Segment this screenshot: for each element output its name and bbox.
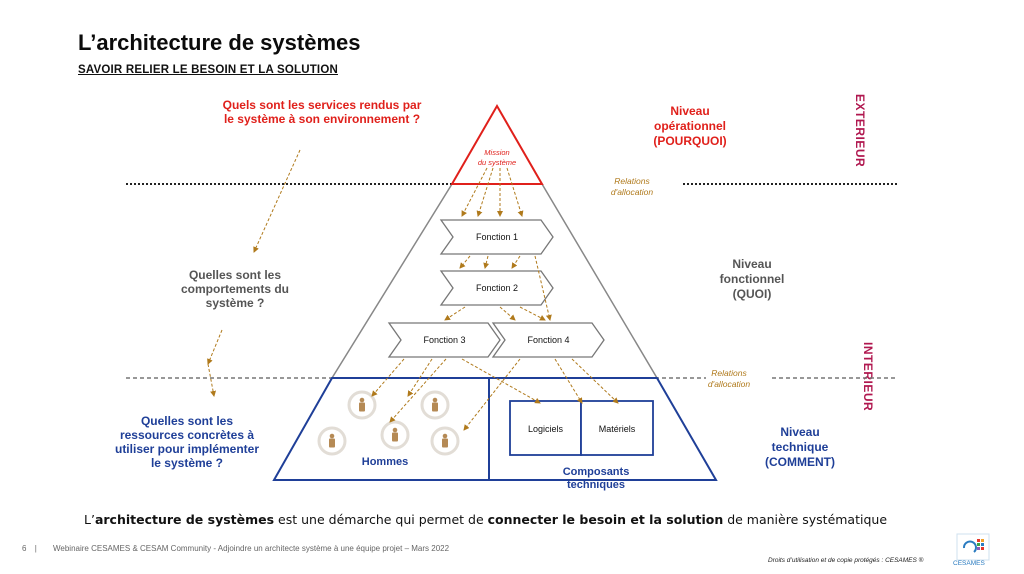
function-3-chevron [387,322,501,358]
allocation-arrows [207,149,619,431]
function-1-label: Fonction 1 [475,232,519,242]
relations-label-lower: Relations d'allocation [694,368,764,390]
slide-subtitle: SAVOIR RELIER LE BESOIN ET LA SOLUTION [78,64,338,76]
person-icon [317,426,347,456]
hardware-box [580,400,654,456]
relations-label-upper: Relations d'allocation [597,176,667,198]
rights-notice: Droits d’utilisation et de copie protégé… [768,557,924,564]
relations-lower-line-1: Relations [711,368,747,378]
components-line-1: Composants [562,466,630,478]
question-services: Quels sont les services rendus par le sy… [222,98,422,126]
level-operational-line-3: (POURQUOI) [653,134,727,148]
level-operational-line-1: Niveau [670,104,710,118]
level-technical: Niveau technique (COMMENT) [740,425,860,470]
function-1-chevron [439,219,554,255]
technical-trapezoid [272,377,718,481]
question-behaviours: Quelles sont les comportements du systèm… [180,268,289,310]
people-label: Hommes [361,456,409,468]
hardware-label: Matériels [598,424,636,434]
footer-separator: | [34,544,37,553]
conclusion-part-1: L’ [84,512,95,527]
page-number: 6 [22,544,27,553]
person-icon [347,390,377,420]
conclusion-bold-1: architecture de systèmes [94,512,275,527]
conclusion-part-3: de manière systématique [723,512,888,527]
person-icon [380,420,410,450]
mission-label: Mission du système [467,148,527,168]
cesames-logo-icon [956,533,990,561]
logo-text: CESAMES [953,560,985,567]
software-label: Logiciels [527,424,564,434]
footer: 6 | Webinaire CESAMES & CESAM Community … [22,544,449,553]
level-technical-line-2: technique [771,440,829,454]
relations-upper-line-1: Relations [614,176,650,186]
level-technical-line-1: Niveau [780,425,820,439]
function-3-label: Fonction 3 [423,335,466,345]
function-4-chevron [491,322,605,358]
person-icon [430,426,460,456]
level-functional-line-3: (QUOI) [732,287,772,301]
slide-title: L’architecture de systèmes [78,30,361,55]
components-label: Composants techniques [546,466,646,492]
conclusion-part-2: est une démarche qui permet de [274,512,488,527]
question-resources: Quelles sont les ressources concrètes à … [114,414,260,470]
relations-upper-line-2: d'allocation [610,187,654,197]
footer-text: Webinaire CESAMES & CESAM Community - Ad… [53,544,450,553]
level-operational-line-2: opérationnel [653,119,726,133]
level-functional: Niveau fonctionnel (QUOI) [692,257,812,302]
conclusion-bold-2: connecter le besoin et la solution [487,512,724,527]
person-icon [420,390,450,420]
exterior-label: EXTERIEUR [853,94,867,168]
function-4-label: Fonction 4 [527,335,570,345]
level-functional-line-1: Niveau [732,257,772,271]
relations-lower-line-2: d'allocation [707,379,751,389]
mission-line-1: Mission [484,148,510,157]
mission-triangle [450,103,544,185]
function-2-chevron [439,270,554,306]
conclusion-sentence: L’architecture de systèmes est une démar… [84,512,887,527]
mission-line-2: du système [477,158,517,167]
function-2-label: Fonction 2 [475,283,519,293]
interior-label: INTERIEUR [861,342,875,412]
level-operational: Niveau opérationnel (POURQUOI) [630,104,750,149]
components-line-2: techniques [566,479,626,491]
software-box [509,400,582,456]
level-technical-line-3: (COMMENT) [765,455,835,469]
level-functional-line-2: fonctionnel [719,272,785,286]
